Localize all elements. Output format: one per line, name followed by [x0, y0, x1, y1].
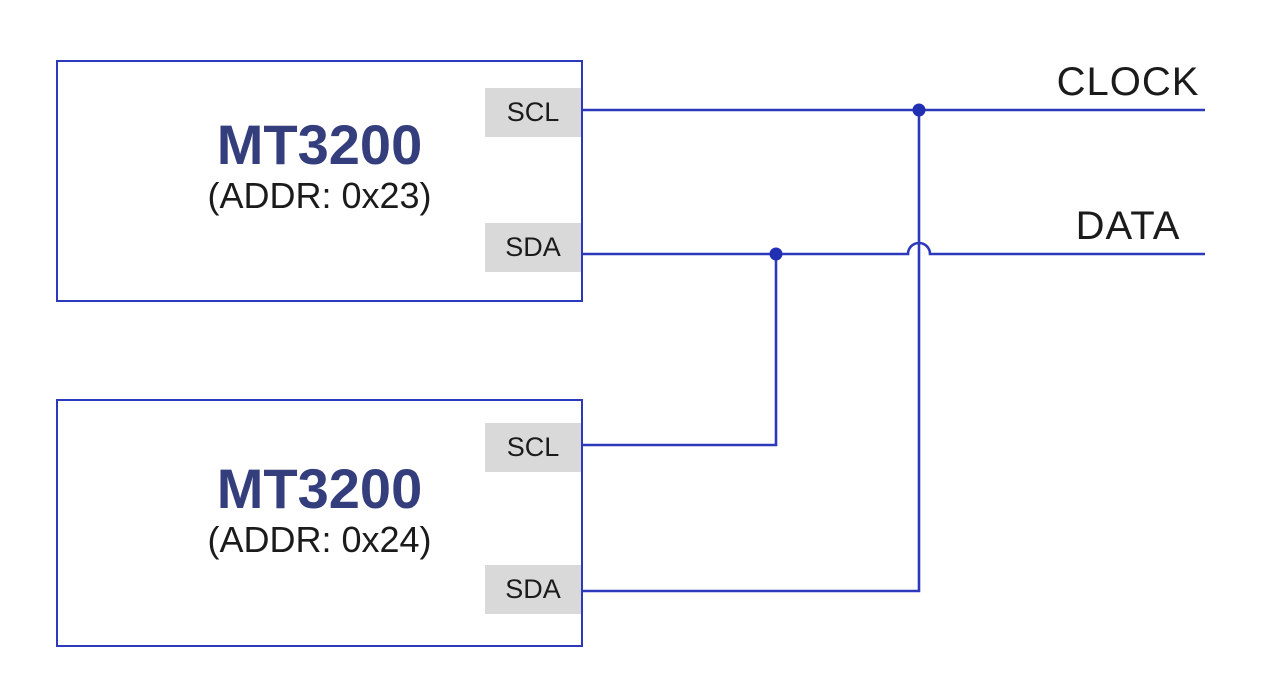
- junction-dot-data: [769, 247, 783, 261]
- pin-scl: SCL: [485, 88, 581, 137]
- pin-sda: SDA: [485, 223, 581, 272]
- device-box-0x24: MT3200 (ADDR: 0x24) SCL SDA: [56, 399, 583, 647]
- pin-scl: SCL: [485, 423, 581, 472]
- wire-bottom-sda-to-clock: [583, 110, 921, 593]
- device-address: (ADDR: 0x23): [207, 175, 432, 216]
- device-address: (ADDR: 0x24): [207, 519, 432, 560]
- wire-bottom-scl-to-data: [583, 254, 778, 447]
- clock-bus-label: CLOCK: [1056, 60, 1200, 104]
- device-text-block: MT3200 (ADDR: 0x23): [58, 117, 581, 218]
- device-box-0x23: MT3200 (ADDR: 0x23) SCL SDA: [56, 60, 583, 302]
- data-bus-label: DATA: [1075, 204, 1181, 248]
- pin-scl-label: SCL: [506, 432, 560, 462]
- wire-data-bus: [583, 241, 1205, 256]
- pin-sda: SDA: [485, 565, 581, 614]
- pin-sda-label: SDA: [505, 574, 561, 604]
- device-text-block: MT3200 (ADDR: 0x24): [58, 461, 581, 562]
- pin-scl-label: SCL: [506, 97, 560, 127]
- device-title: MT3200: [216, 113, 423, 176]
- device-title: MT3200: [216, 457, 423, 520]
- pin-sda-label: SDA: [505, 232, 561, 262]
- junction-dot-clock: [912, 103, 926, 117]
